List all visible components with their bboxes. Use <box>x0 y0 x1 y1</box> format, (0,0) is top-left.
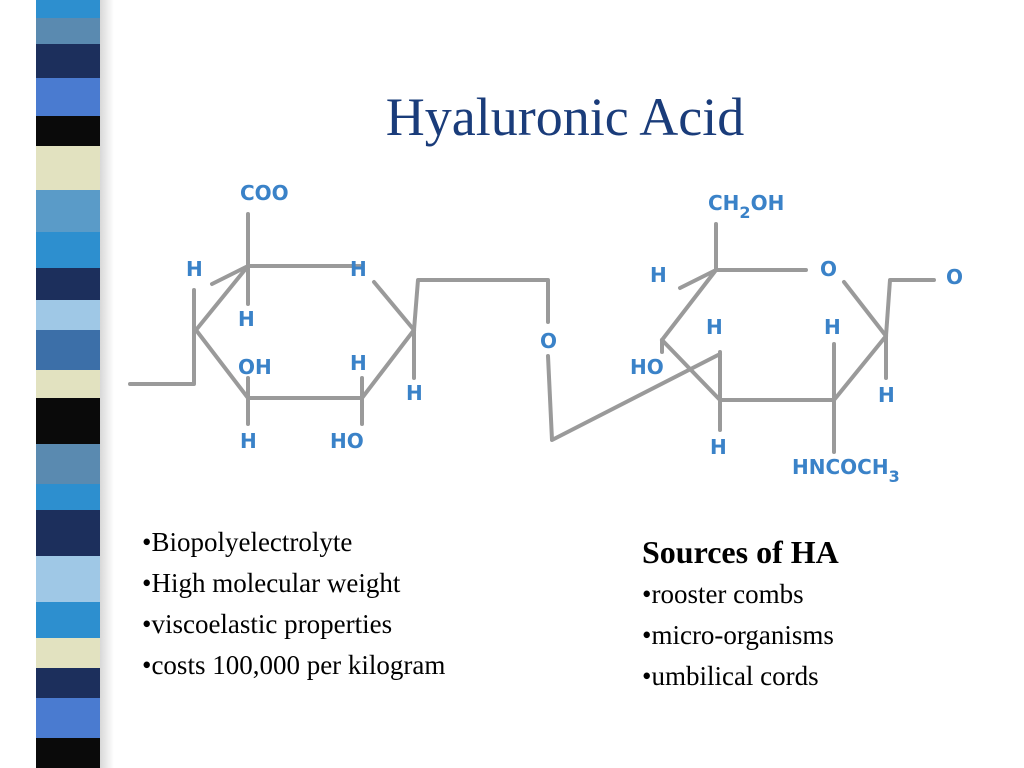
bond-ring-right-upper-right <box>842 280 888 338</box>
label-h-bottom-right: H <box>710 435 727 459</box>
bond-bridge-bottom <box>546 352 722 442</box>
label-h-inner-top: H <box>238 307 255 331</box>
slide-title: Hyaluronic Acid <box>385 87 745 147</box>
label-bridge-oxygen: O <box>540 329 557 353</box>
sources-heading: Sources of HA <box>642 534 839 570</box>
bond-ring-left-upper-right <box>372 280 416 332</box>
list-item: •rooster combs <box>642 579 804 609</box>
list-item: •micro-organisms <box>642 620 834 650</box>
label-ch2oh: CH2OH <box>708 191 784 222</box>
sources-list: Sources of HA •rooster combs •micro-orga… <box>642 530 839 697</box>
stripe-shadow <box>100 0 114 768</box>
bond-tail-left <box>128 288 196 386</box>
hyaluronic-acid-structure: COO H H H OH H H H HO O CH2OH O O H HO H… <box>128 181 963 486</box>
label-coo: COO <box>240 181 289 205</box>
decorative-stripe <box>36 0 102 768</box>
label-h-inner-left: H <box>706 315 723 339</box>
label-oh-inner: OH <box>238 355 272 379</box>
bond-h-top-left <box>210 264 250 286</box>
bond-terminal-o <box>884 278 936 338</box>
bond-ring-right-lower <box>660 334 888 402</box>
bond-h-top-left-right <box>678 268 718 290</box>
label-h-bottom-left: H <box>240 429 257 453</box>
label-nhcoch3: HNCOCH3 <box>792 455 900 486</box>
bond-bridge-top <box>412 278 550 332</box>
properties-list: •Biopolyelectrolyte •High molecular weig… <box>142 522 445 686</box>
label-terminal-oxygen: O <box>946 265 963 289</box>
bond-ring-right-upper <box>660 268 808 342</box>
bond-ring-left <box>194 264 362 332</box>
list-item: •High molecular weight <box>142 568 401 598</box>
label-ring-oxygen: O <box>820 257 837 281</box>
label-h-top-right: H <box>350 257 367 281</box>
label-h-top-left: H <box>186 257 203 281</box>
label-h-right: H <box>406 381 423 405</box>
label-h-inner-right-right: H <box>824 315 841 339</box>
list-item: •umbilical cords <box>642 661 819 691</box>
label-ho-left: HO <box>630 355 664 379</box>
bond-ring-left-lower <box>194 328 416 400</box>
list-item: •Biopolyelectrolyte <box>142 527 353 557</box>
label-h-inner-right: H <box>350 351 367 375</box>
list-item: •costs 100,000 per kilogram <box>142 650 446 680</box>
label-ho-bottom: HO <box>330 429 364 453</box>
label-h-right-right: H <box>878 383 895 407</box>
list-item: •viscoelastic properties <box>142 609 393 639</box>
label-h-top-left-right: H <box>650 263 667 287</box>
